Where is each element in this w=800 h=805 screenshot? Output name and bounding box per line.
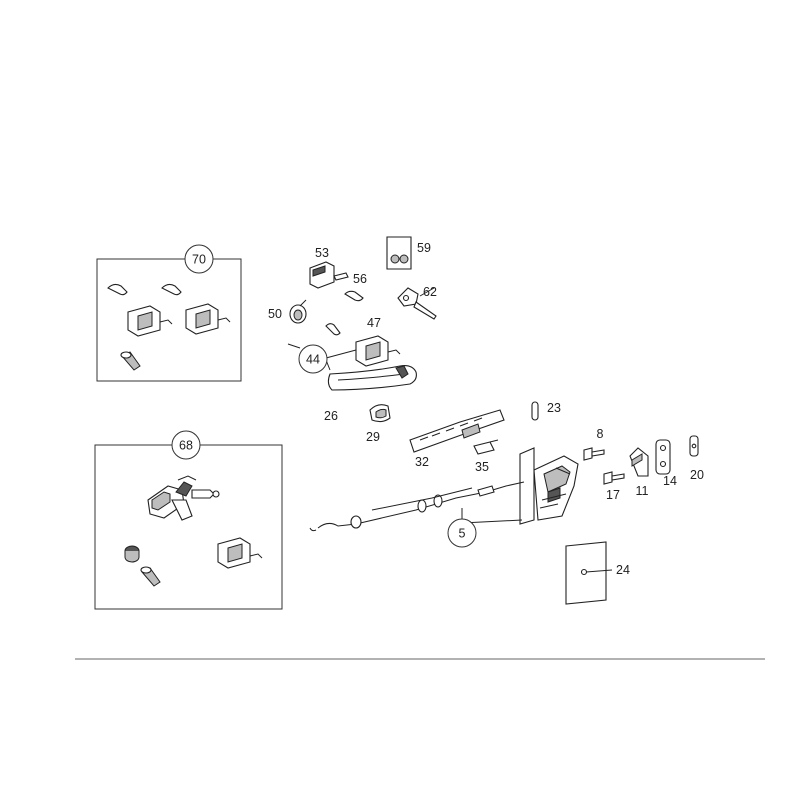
- kit-68-cap: [124, 545, 140, 563]
- kit-68-box: [94, 444, 283, 610]
- callout-50: 50: [268, 307, 282, 321]
- part-32-handle-carrier: [409, 409, 505, 453]
- part-5-cable: [309, 481, 525, 532]
- leader-5: [461, 508, 523, 524]
- callout-56: 56: [353, 272, 367, 286]
- part-26-outer-handle: [327, 365, 417, 391]
- kit-70-lock-cylinder-b: [185, 303, 231, 335]
- callout-59: 59: [417, 241, 431, 255]
- callout-35: 35: [475, 460, 489, 474]
- part-62-lever: [397, 287, 437, 320]
- kit-70-lock-cylinder-a: [127, 305, 173, 337]
- part-47-lock-cylinder: [355, 335, 401, 367]
- kit-68-group: 68: [94, 430, 283, 610]
- part-17-screw: [603, 471, 625, 485]
- callout-68: 68: [179, 439, 193, 453]
- callout-circle-5: [447, 518, 477, 548]
- callout-32: 32: [415, 455, 429, 469]
- kit-70-group: 70: [96, 244, 242, 382]
- part-lock-mechanism: [519, 447, 579, 525]
- callout-8: 8: [597, 427, 604, 441]
- kit-70-box: [96, 258, 242, 382]
- callout-53: 53: [315, 246, 329, 260]
- callout-70: 70: [192, 253, 206, 267]
- callout-23: 23: [547, 401, 561, 415]
- part-53-key-insert: [309, 261, 349, 289]
- callout-20: 20: [690, 468, 704, 482]
- callout-62: 62: [423, 285, 437, 299]
- callout-circle-70: [184, 244, 214, 274]
- part-20-shim: [689, 435, 699, 457]
- callout-5: 5: [459, 527, 466, 541]
- callout-44: 44: [306, 353, 320, 367]
- part-23-pin: [531, 401, 539, 421]
- part-29-escutcheon: [369, 404, 391, 423]
- kit-68-pin: [140, 566, 161, 587]
- part-56-clip: [344, 290, 364, 302]
- kit-70-pin: [120, 351, 141, 371]
- callout-circle-68: [171, 430, 201, 460]
- part-59-plate: [386, 236, 412, 270]
- callout-26: 26: [324, 409, 338, 423]
- kit-70-clip-left: [107, 283, 128, 296]
- kit-70-clip-right: [161, 283, 182, 296]
- callout-24: 24: [616, 563, 630, 577]
- part-14-plate: [655, 439, 671, 475]
- part-8-screw: [583, 447, 605, 461]
- callout-47: 47: [367, 316, 381, 330]
- kit-68-lock-cylinder: [217, 537, 263, 569]
- callout-circle-44: [298, 344, 328, 374]
- callout-11: 11: [636, 484, 649, 498]
- part-key-small: [325, 323, 341, 336]
- part-24-trim-plate: [565, 541, 613, 605]
- part-35-rod-clip: [473, 439, 499, 455]
- callout-14: 14: [663, 474, 677, 488]
- callout-29: 29: [366, 430, 380, 444]
- part-50-seal-ring: [289, 299, 307, 324]
- part-11-catch: [629, 447, 649, 477]
- kit-68-handle-assembly: [147, 475, 220, 521]
- callout-17: 17: [606, 488, 620, 502]
